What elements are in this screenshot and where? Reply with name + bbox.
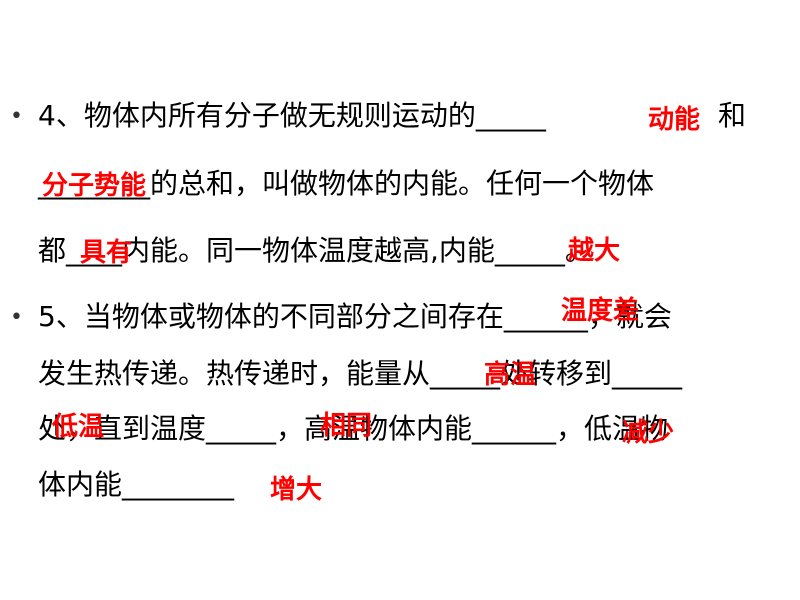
answer-decrease: 减少 xyxy=(622,418,675,448)
answer-has: 具有 xyxy=(80,238,133,268)
answer-high-temp: 高温 xyxy=(484,360,537,390)
q4-line-2: ________的总和，叫做物体的内能。任何一个物体 xyxy=(38,167,655,200)
answer-kinetic-energy: 动能 xyxy=(648,105,701,135)
answer-larger: 越大 xyxy=(568,236,621,266)
answer-molecular-potential-energy: 分子势能 xyxy=(42,171,147,201)
q5-line-4: 体内能________ xyxy=(38,468,235,501)
q5-line-3: 处，直到温度_____，高温物体内能______，低温物 xyxy=(38,412,669,445)
bullet-4: • xyxy=(10,104,23,129)
answer-temp-difference: 温度差 xyxy=(561,296,640,326)
answer-same: 相同 xyxy=(320,411,373,441)
q4-line-3: 都____内能。同一物体温度越高,内能_____。 xyxy=(38,234,593,267)
q4-line-1: 4、物体内所有分子做无规则运动的_____ xyxy=(38,99,546,132)
bullet-5: • xyxy=(10,305,23,330)
q5-line-2: 发生热传递。热传递时，能量从_____处转移到_____ xyxy=(38,357,683,390)
q5-line-1: 5、当物体或物体的不同部分之间存在______，就会 xyxy=(38,300,672,333)
q4-line-1-end: 和 xyxy=(718,99,747,132)
answer-increase: 增大 xyxy=(270,475,323,505)
answer-low-temp: 低温 xyxy=(52,412,105,442)
